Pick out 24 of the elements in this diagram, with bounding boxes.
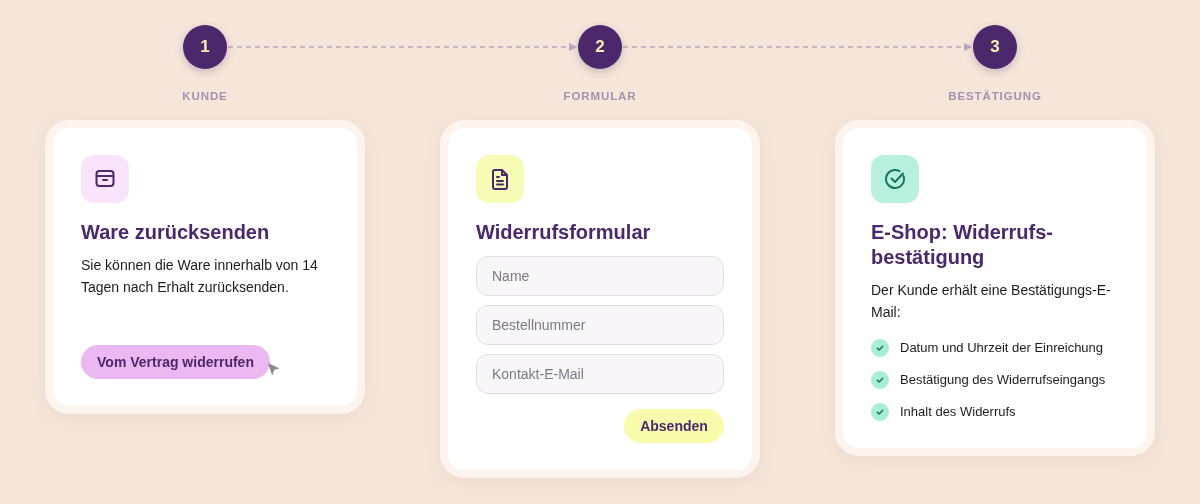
card bbox=[440, 120, 760, 478]
step-circle: 3 bbox=[973, 25, 1017, 69]
submit-button: Absenden bbox=[624, 409, 724, 443]
input-field: Kontakt-E-Mail bbox=[476, 354, 724, 394]
card bbox=[835, 120, 1155, 456]
card-text: Sie können die Ware innerhalb von 14 Tagen nach Erhalt zurücksenden. bbox=[81, 256, 319, 297]
step-circle: 2 bbox=[578, 25, 622, 69]
card-heading: E-Shop: Widerrufs-bestätigung bbox=[871, 220, 1055, 270]
step-label: KUNDE bbox=[182, 90, 228, 102]
dashed-arrow bbox=[227, 43, 578, 51]
step-label: BESTÄTIGUNG bbox=[948, 90, 1042, 102]
card bbox=[45, 120, 365, 414]
card-heading: Ware zurücksenden bbox=[81, 220, 271, 245]
withdraw-button: Vom Vertrag widerrufen bbox=[81, 345, 270, 379]
checklist-text: Datum und Uhrzeit der Einreichung bbox=[900, 339, 1104, 357]
card-text: Der Kunde erhält eine Bestätigungs-E-Mail: bbox=[871, 281, 1112, 322]
input-field: Bestellnummer bbox=[476, 305, 724, 345]
checklist-text: Bestätigung des Widerrufseingangs bbox=[900, 371, 1106, 389]
input-field: Name bbox=[476, 256, 724, 296]
card-heading: Widerrufsformular bbox=[476, 220, 652, 245]
checklist-text: Inhalt des Widerrufs bbox=[900, 403, 1016, 421]
dashed-arrow bbox=[622, 43, 973, 51]
step-label: FORMULAR bbox=[563, 90, 637, 102]
step-circle: 1 bbox=[183, 25, 227, 69]
